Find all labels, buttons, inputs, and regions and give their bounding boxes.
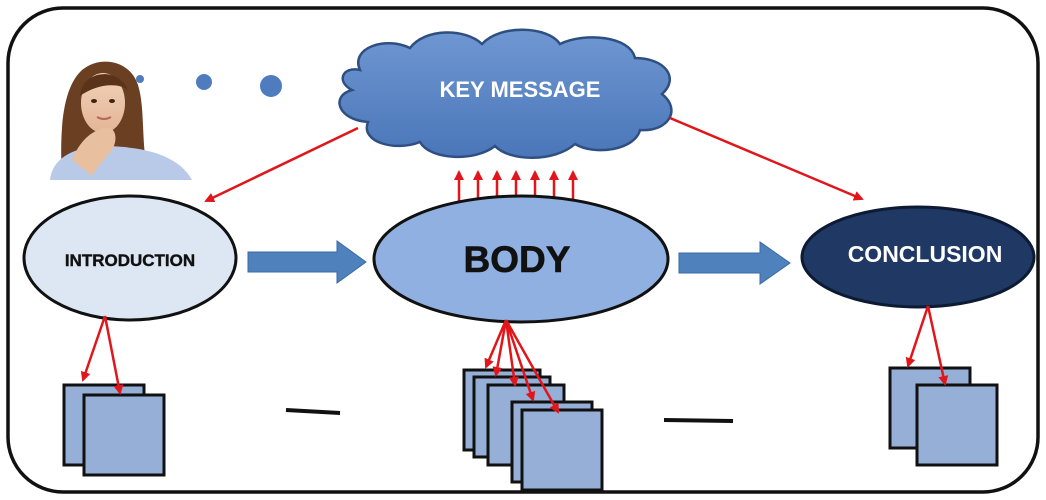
cloud-to-conclusion-arrow (669, 116, 864, 201)
separator-dash (285, 408, 341, 415)
subpoint-square (915, 383, 999, 467)
body-node: BODY (372, 194, 670, 324)
body-to-square-arrow (504, 319, 519, 387)
separator-dash (663, 418, 734, 423)
key-message-label: KEY MESSAGE (440, 77, 601, 102)
body-to-square-arrow (504, 319, 536, 402)
subpoint-square (520, 408, 604, 492)
conclusion-subpoints (888, 366, 999, 467)
intro-to-square-arrow (80, 315, 107, 382)
body-label: BODY (464, 239, 571, 280)
body-to-square-arrow (484, 319, 508, 369)
conclusion-node: CONCLUSION (800, 205, 1036, 309)
key-message-cloud: KEY MESSAGE (338, 28, 673, 159)
intro-to-square-arrow (103, 315, 124, 395)
cloud-to-introduction-arrow (204, 126, 359, 203)
subpoint-square (82, 393, 166, 477)
thought-bubble-medium (196, 74, 212, 90)
introduction-node: INTRODUCTION (22, 194, 238, 322)
body-to-square-arrow (492, 319, 508, 377)
introduction-subpoints (62, 383, 166, 477)
thinking-woman-image (50, 61, 192, 180)
flow-arrow-body-to-conclusion (678, 241, 791, 285)
conclusion-to-square-arrow (926, 305, 949, 386)
thought-bubble-large (260, 75, 282, 97)
introduction-label: INTRODUCTION (65, 251, 195, 270)
conclusion-to-square-arrow (905, 305, 930, 368)
flow-arrow-intro-to-body (247, 240, 367, 284)
conclusion-label: CONCLUSION (848, 241, 1003, 267)
body-to-square-arrow (504, 319, 560, 414)
body-to-squares-arrows (484, 319, 560, 414)
thought-bubble-small (136, 75, 144, 83)
